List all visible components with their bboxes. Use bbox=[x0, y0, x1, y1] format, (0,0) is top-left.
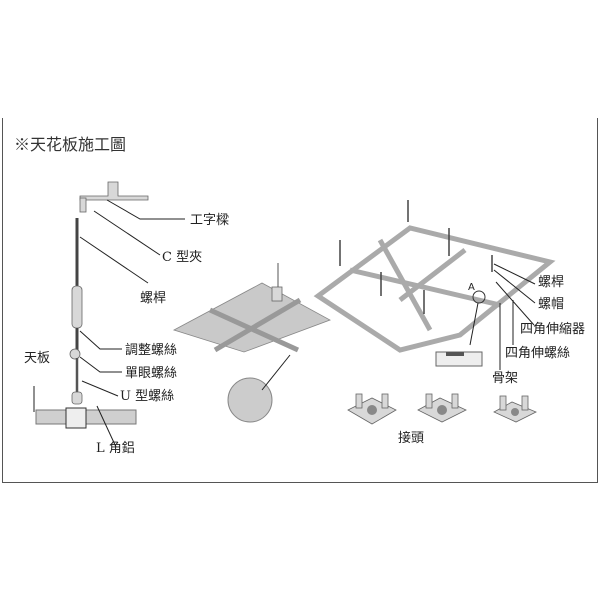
label-i-beam: 工字樑 bbox=[190, 213, 229, 228]
label-c-clamp: C 型夾 bbox=[162, 250, 202, 265]
detail-a-arrow bbox=[469, 302, 479, 346]
turnbuckle bbox=[71, 285, 83, 329]
label-detail-a: A bbox=[468, 282, 475, 293]
label-u-bolt: U 型螺絲 bbox=[120, 389, 174, 404]
diagram-frame bbox=[2, 118, 598, 483]
label-eye-bolt: 單眼螺絲 bbox=[125, 366, 177, 381]
label-square-screw: 四角伸螺絲 bbox=[505, 346, 570, 361]
label-ceiling-panel: 天板 bbox=[24, 351, 50, 366]
eye-bolt bbox=[69, 348, 81, 360]
label-square-extender: 四角伸縮器 bbox=[520, 321, 585, 337]
joint-cross bbox=[347, 393, 397, 425]
u-bolt bbox=[71, 391, 83, 405]
ceiling-frame-grid bbox=[313, 200, 556, 353]
label-l-aluminum: L 角鋁 bbox=[96, 441, 135, 456]
diagram-title: ※天花板施工圖 bbox=[14, 135, 126, 154]
detail-a-section bbox=[435, 351, 483, 367]
label-screw-rod: 螺桿 bbox=[140, 291, 166, 306]
cross-grid-panel bbox=[172, 263, 331, 423]
label-joints: 接頭 bbox=[398, 430, 424, 446]
left-leader-lines bbox=[33, 199, 185, 448]
joint-corner bbox=[493, 395, 537, 423]
profile-detail-zoom bbox=[227, 377, 273, 423]
label-nut: 螺帽 bbox=[538, 296, 564, 312]
joint-tee bbox=[417, 393, 467, 423]
i-beam bbox=[79, 181, 149, 201]
joint-pieces bbox=[347, 393, 537, 425]
c-clamp bbox=[79, 197, 87, 213]
l-aluminum bbox=[65, 407, 87, 429]
label-screw-rod-right: 螺桿 bbox=[538, 275, 564, 290]
label-frame: 骨架 bbox=[492, 371, 518, 386]
right-leader-lines bbox=[493, 263, 536, 370]
hanger-assembly bbox=[35, 181, 149, 429]
detail-a-circle bbox=[472, 290, 486, 304]
label-turnbuckle: 調整螺絲 bbox=[125, 343, 177, 358]
